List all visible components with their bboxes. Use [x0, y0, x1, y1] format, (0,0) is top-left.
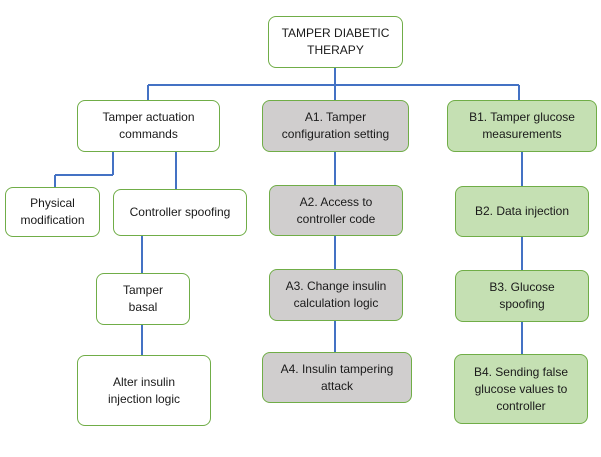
tamper-actuation-node: Tamper actuation commands: [77, 100, 220, 152]
a2-node: A2. Access to controller code: [269, 185, 403, 236]
physical-modification-node: Physical modification: [5, 187, 100, 237]
a3-node: A3. Change insulin calculation logic: [269, 269, 403, 321]
tamper-basal-node: Tamper basal: [96, 273, 190, 325]
b3-node: B3. Glucose spoofing: [455, 270, 589, 322]
a4-node: A4. Insulin tampering attack: [262, 352, 412, 403]
alter-insulin-node: Alter insulin injection logic: [77, 355, 211, 426]
root-node: TAMPER DIABETIC THERAPY: [268, 16, 403, 68]
b4-node: B4. Sending false glucose values to cont…: [454, 354, 588, 424]
b1-node: B1. Tamper glucose measurements: [447, 100, 597, 152]
a1-node: A1. Tamper configuration setting: [262, 100, 409, 152]
controller-spoofing-node: Controller spoofing: [113, 189, 247, 236]
b2-node: B2. Data injection: [455, 186, 589, 237]
